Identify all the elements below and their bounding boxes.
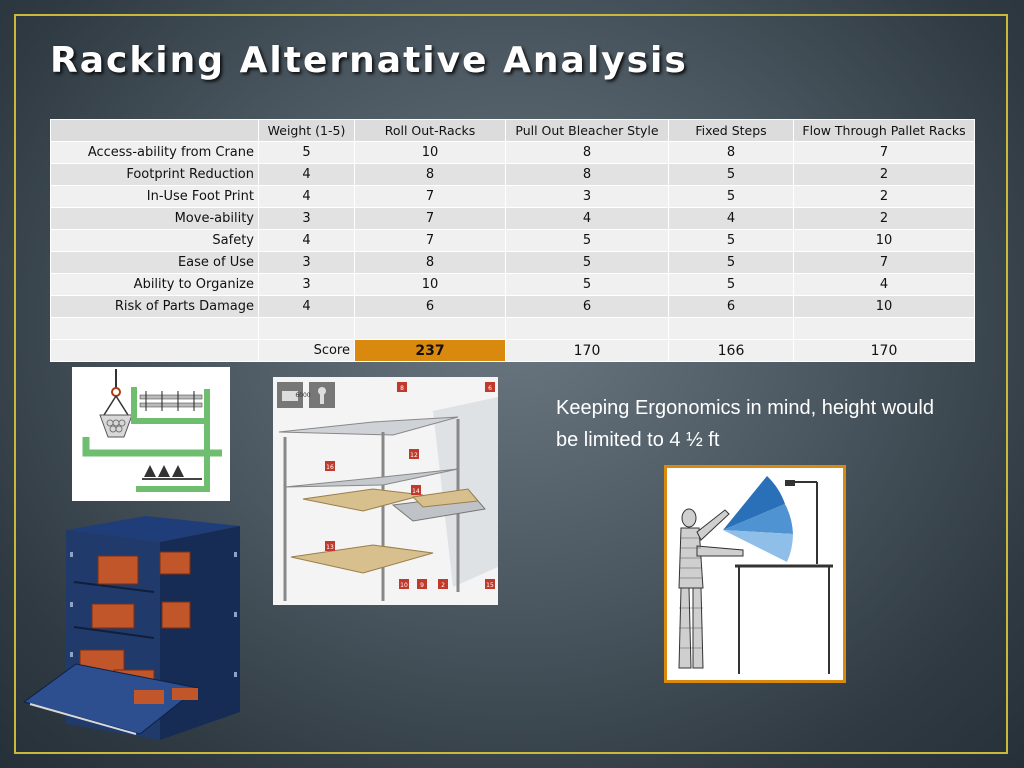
table-cell: 6 <box>505 295 669 318</box>
rack-label: 14 <box>412 488 420 495</box>
roll-out-rack-image <box>22 512 244 742</box>
table-cell <box>505 317 669 340</box>
roll-out-rack-illustration <box>22 516 240 740</box>
score-row: Score 237 170 166 170 <box>50 339 975 362</box>
criterion-cell: Footprint Reduction <box>50 163 259 186</box>
score-roll-out-racks: 237 <box>354 339 506 362</box>
table-cell: 4 <box>258 163 355 186</box>
criterion-cell: Access-ability from Crane <box>50 141 259 164</box>
table-cell: 3 <box>258 273 355 296</box>
table-cell: 5 <box>668 251 794 274</box>
table-cell: 8 <box>505 141 669 164</box>
table-cell: 8 <box>505 163 669 186</box>
table-row: Access-ability from Crane 5 10 8 8 7 <box>50 141 975 164</box>
score-flow-through: 170 <box>793 339 975 362</box>
table-cell: 5 <box>505 251 669 274</box>
rack-label: 8 <box>400 385 404 392</box>
table-cell: 10 <box>793 295 975 318</box>
slide-title: Racking Alternative Analysis <box>50 40 688 81</box>
table-cell: 5 <box>505 273 669 296</box>
rack-label: 9 <box>420 582 424 589</box>
table-cell: 7 <box>793 251 975 274</box>
table-cell: 4 <box>793 273 975 296</box>
header-cell: Pull Out Bleacher Style <box>505 119 669 142</box>
shelving-illustration: 6000 8 6 16 12 14 13 10 9 2 15 <box>277 382 498 601</box>
table-cell: 5 <box>668 273 794 296</box>
table-cell: 4 <box>258 229 355 252</box>
table-cell: 5 <box>668 185 794 208</box>
table-spacer-row <box>50 317 975 340</box>
crane-rack-illustration <box>82 369 222 492</box>
criterion-cell: In-Use Foot Print <box>50 185 259 208</box>
score-fixed-steps: 166 <box>668 339 794 362</box>
table-row: Ease of Use 3 8 5 5 7 <box>50 251 975 274</box>
table-row: Footprint Reduction 4 8 8 5 2 <box>50 163 975 186</box>
table-cell <box>354 317 506 340</box>
table-cell: 5 <box>258 141 355 164</box>
table-cell: 2 <box>793 207 975 230</box>
header-cell: Fixed Steps <box>668 119 794 142</box>
table-cell: 4 <box>258 295 355 318</box>
table-cell: 8 <box>354 251 506 274</box>
table-cell: 2 <box>793 163 975 186</box>
table-cell: 7 <box>354 207 506 230</box>
rack-label: 2 <box>441 582 445 589</box>
rack-shelving-image: 6000 8 6 16 12 14 13 10 9 2 15 <box>273 377 498 605</box>
rack-label: 16 <box>326 464 334 471</box>
score-pull-out-bleacher: 170 <box>505 339 669 362</box>
rack-label: 10 <box>400 582 408 589</box>
table-cell: 10 <box>793 229 975 252</box>
header-cell: Roll Out-Racks <box>354 119 506 142</box>
table-cell <box>258 317 355 340</box>
table-cell: 2 <box>793 185 975 208</box>
table-cell: 10 <box>354 273 506 296</box>
ergonomic-reach-image <box>664 465 846 683</box>
rack-label: 12 <box>410 452 418 459</box>
table-cell: 6 <box>354 295 506 318</box>
table-cell <box>668 317 794 340</box>
table-cell: 10 <box>354 141 506 164</box>
table-cell: 4 <box>668 207 794 230</box>
ergonomics-note: Keeping Ergonomics in mind, height would… <box>556 397 934 451</box>
table-row: Ability to Organize 3 10 5 5 4 <box>50 273 975 296</box>
table-cell: 3 <box>258 207 355 230</box>
table-cell: 5 <box>505 229 669 252</box>
table-header-row: Weight (1-5) Roll Out-Racks Pull Out Ble… <box>50 119 975 142</box>
rack-label: 13 <box>326 544 334 551</box>
criterion-cell: Ability to Organize <box>50 273 259 296</box>
table-cell: 4 <box>258 185 355 208</box>
table-row: Move-ability 3 7 4 4 2 <box>50 207 975 230</box>
header-cell: Weight (1-5) <box>258 119 355 142</box>
table-cell: 3 <box>258 251 355 274</box>
table-cell <box>793 317 975 340</box>
table-cell: 3 <box>505 185 669 208</box>
criterion-cell: Risk of Parts Damage <box>50 295 259 318</box>
table-row: Safety 4 7 5 5 10 <box>50 229 975 252</box>
criterion-cell: Safety <box>50 229 259 252</box>
table-cell: 7 <box>793 141 975 164</box>
analysis-table: Weight (1-5) Roll Out-Racks Pull Out Ble… <box>50 119 975 362</box>
table-cell: 6 <box>668 295 794 318</box>
table-cell: 7 <box>354 185 506 208</box>
weight-badge-text: 6000 <box>295 392 310 399</box>
ergonomic-reach-illustration <box>678 476 833 674</box>
table-cell: 4 <box>505 207 669 230</box>
header-cell <box>50 119 259 142</box>
header-cell: Flow Through Pallet Racks <box>793 119 975 142</box>
table-cell <box>50 317 259 340</box>
table-row: Risk of Parts Damage 4 6 6 6 10 <box>50 295 975 318</box>
criterion-cell: Ease of Use <box>50 251 259 274</box>
table-cell: 7 <box>354 229 506 252</box>
table-cell: 5 <box>668 163 794 186</box>
table-cell: 5 <box>668 229 794 252</box>
criterion-cell: Move-ability <box>50 207 259 230</box>
table-cell: 8 <box>354 163 506 186</box>
rack-label: 15 <box>486 582 494 589</box>
table-row: In-Use Foot Print 4 7 3 5 2 <box>50 185 975 208</box>
crane-rack-diagram <box>72 367 230 501</box>
score-label: Score <box>258 339 355 362</box>
rack-label: 6 <box>488 385 492 392</box>
table-cell: 8 <box>668 141 794 164</box>
table-cell <box>50 339 259 362</box>
